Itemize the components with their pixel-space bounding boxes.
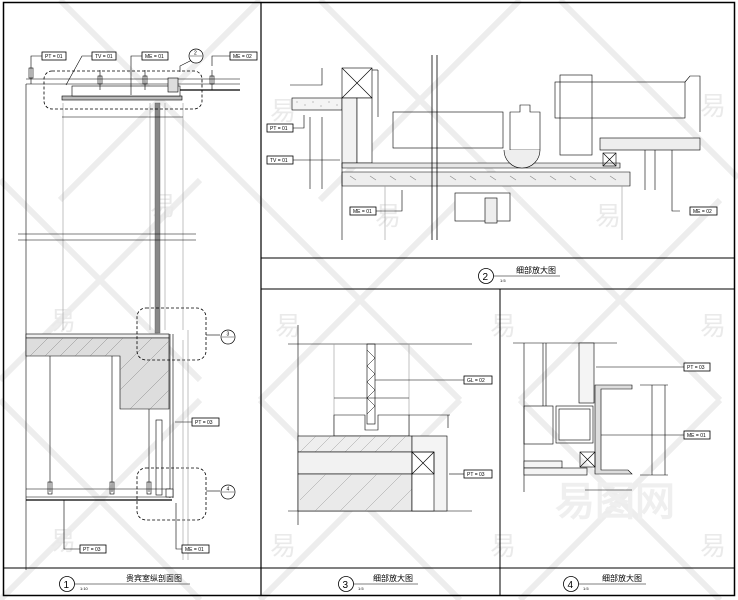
watermark-glyph: 易 xyxy=(375,202,401,232)
detail-scale: 1:10 xyxy=(80,586,89,591)
title-block-panel-3: 3 细部放大图 1:5 xyxy=(338,573,418,592)
detail-callout-2[interactable]: 2 xyxy=(188,48,204,64)
watermark-glyph: 易 xyxy=(700,312,726,342)
watermark-glyph: 易 xyxy=(150,192,176,222)
material-tag: GL = 02 xyxy=(467,378,485,384)
detail-callout-3[interactable]: 3 xyxy=(220,329,236,345)
detail-title: 细部放大图 xyxy=(602,573,642,583)
panel-2-tags: PT = 01 TV = 01 ME = 01 ME = 02 xyxy=(266,123,718,216)
material-tag: ME = 02 xyxy=(693,209,712,215)
watermark-glyph: 易 xyxy=(275,312,301,342)
material-tag: ME = 01 xyxy=(353,209,372,215)
watermark-glyph: 易 xyxy=(270,97,296,127)
material-tag: PT = 01 xyxy=(270,126,288,132)
watermark-glyph: 易 xyxy=(270,532,296,562)
material-tag: ME = 01 xyxy=(185,547,204,553)
detail-number: 4 xyxy=(568,580,574,591)
detail-title: 细部放大图 xyxy=(516,265,556,275)
detail-callout-4[interactable]: 4 xyxy=(220,484,236,500)
detail-title: 细部放大图 xyxy=(373,573,413,583)
svg-text:4: 4 xyxy=(227,487,230,493)
panel-1-detail-callouts: 2 3 4 xyxy=(188,48,236,500)
title-block-panel-4: 4 细部放大图 1:5 xyxy=(563,573,646,592)
watermark-glyph: 易 xyxy=(700,532,726,562)
panel-2-detail-drawing xyxy=(290,55,701,240)
watermark-glyph: 易 xyxy=(700,92,726,122)
detail-number-circle xyxy=(563,576,579,592)
panel-4-detail-drawing xyxy=(513,342,684,492)
detail-number: 3 xyxy=(343,580,349,591)
watermark-glyph: 易 xyxy=(490,532,516,562)
detail-number: 1 xyxy=(64,580,70,591)
detail-number-circle xyxy=(478,268,494,284)
material-tag: PT = 03 xyxy=(467,472,485,478)
panel-3-detail-drawing xyxy=(288,325,472,525)
detail-scale: 1:5 xyxy=(583,586,589,591)
detail-scale: 1:5 xyxy=(500,278,506,283)
material-tag: PT = 01 xyxy=(45,54,63,60)
material-tag: PT = 03 xyxy=(195,420,213,426)
material-tag: ME = 01 xyxy=(145,54,164,60)
svg-text:3: 3 xyxy=(227,332,230,338)
material-tag: TV = 01 xyxy=(270,158,288,164)
watermark-glyph: 易 xyxy=(490,312,516,342)
detail-number-circle xyxy=(338,576,354,592)
title-block-panel-1: 1 贵宾室纵剖面图 1:10 xyxy=(59,573,190,592)
watermark-glyph: 易 xyxy=(50,527,76,557)
material-tag: ME = 02 xyxy=(233,54,252,60)
title-block-panel-2: 2 细部放大图 1:5 xyxy=(478,265,560,284)
panel-1-tags: PT = 01 TV = 01 ME = 01 ME = 02 PT = 03 … xyxy=(41,51,258,554)
panel-4-tags: PT = 03 ME = 01 xyxy=(683,362,711,440)
material-tag: TV = 01 xyxy=(95,54,113,60)
panel-3-tags: GL = 02 PT = 03 xyxy=(463,375,493,479)
watermark-glyph: 易 xyxy=(595,202,621,232)
detail-scale: 1:5 xyxy=(358,586,364,591)
watermark-brand: 易图网 xyxy=(555,479,675,525)
panel-1-section-drawing xyxy=(18,55,240,570)
material-tag: PT = 03 xyxy=(83,547,101,553)
material-tag: ME = 01 xyxy=(687,433,706,439)
detail-number: 2 xyxy=(483,272,489,283)
svg-text:2: 2 xyxy=(194,51,197,57)
detail-number-circle xyxy=(59,576,75,592)
detail-title: 贵宾室纵剖面图 xyxy=(126,573,182,583)
material-tag: PT = 03 xyxy=(687,365,705,371)
